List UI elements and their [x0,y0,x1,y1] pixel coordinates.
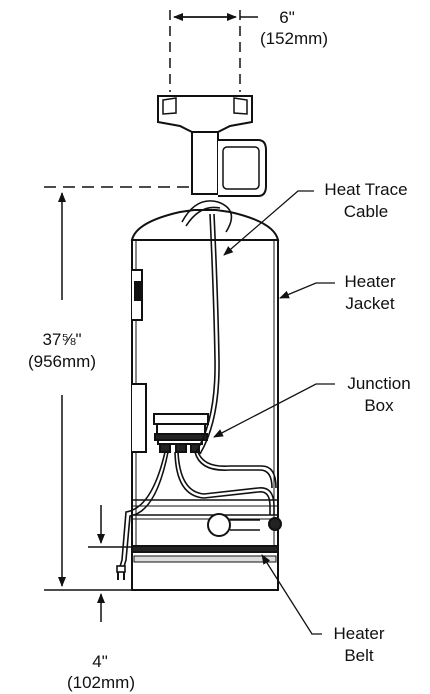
height-dimension [44,186,226,591]
flue-hood [157,95,267,197]
heater-belt-line1: Heater [333,624,385,643]
height-metric: (956mm) [27,352,96,371]
height-imperial: 37⅝" [42,330,82,349]
heat-trace-cable-line1: Heat Trace [324,180,408,199]
heater-belt-line2: Belt [344,646,374,665]
top-width-metric: (152mm) [259,29,328,48]
bottom-clearance-imperial: 4" [92,652,108,671]
heat-trace-cable [116,200,277,580]
junction-box-line1: Junction [347,374,411,393]
top-width-dimension [169,10,258,92]
junction-box-line2: Box [364,396,394,415]
top-width-imperial: 6" [279,8,295,27]
bottom-clearance-dimension [88,505,132,622]
callout-leaders [213,190,335,635]
heat-trace-cable-line2: Cable [343,202,389,221]
bottom-clearance-metric: (102mm) [66,673,135,692]
heater-jacket-line1: Heater [344,272,396,291]
heater-jacket-line2: Jacket [345,294,395,313]
heater-tank [130,209,282,591]
